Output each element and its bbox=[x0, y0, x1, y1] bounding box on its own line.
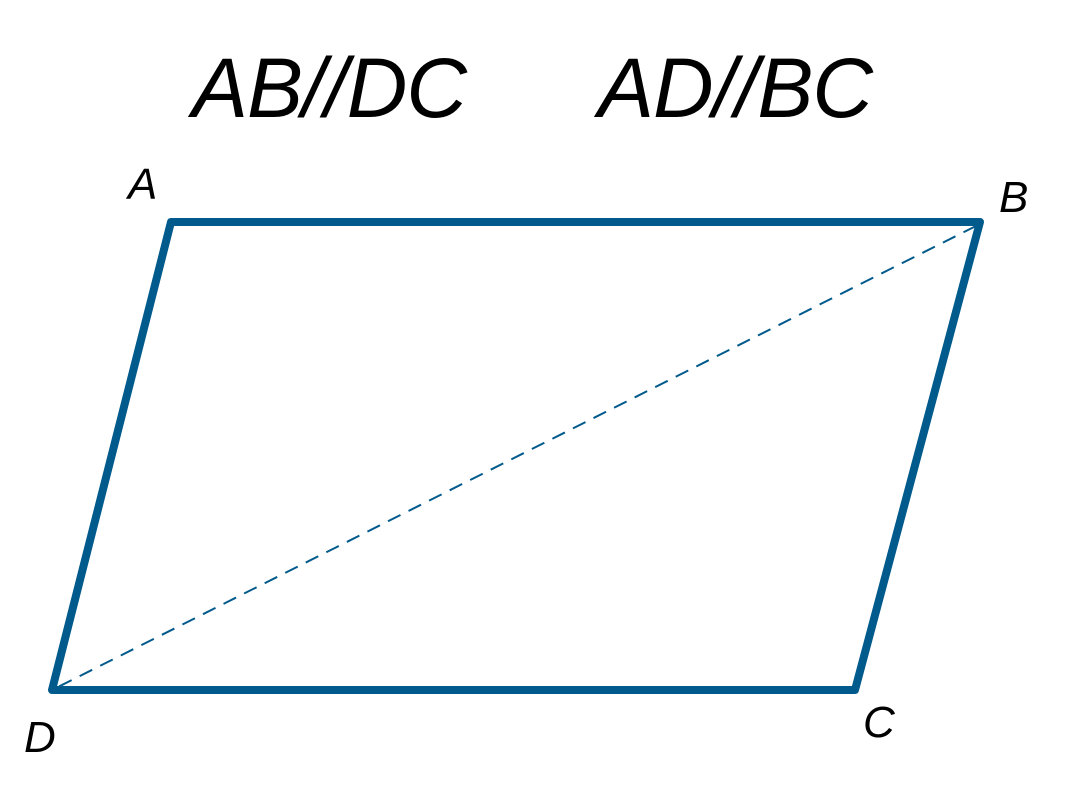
parallelogram-abcd bbox=[48, 218, 984, 694]
diagonal-bd-dashed bbox=[55, 225, 977, 689]
parallel-relation-ad-bc: AD//BC bbox=[598, 41, 873, 135]
vertex-label-d: D bbox=[24, 713, 56, 762]
parallel-relation-ab-dc: AB//DC bbox=[192, 41, 467, 135]
vertex-label-b: B bbox=[999, 173, 1029, 222]
vertex-label-a: A bbox=[128, 160, 158, 209]
vertex-label-c: C bbox=[863, 698, 895, 747]
